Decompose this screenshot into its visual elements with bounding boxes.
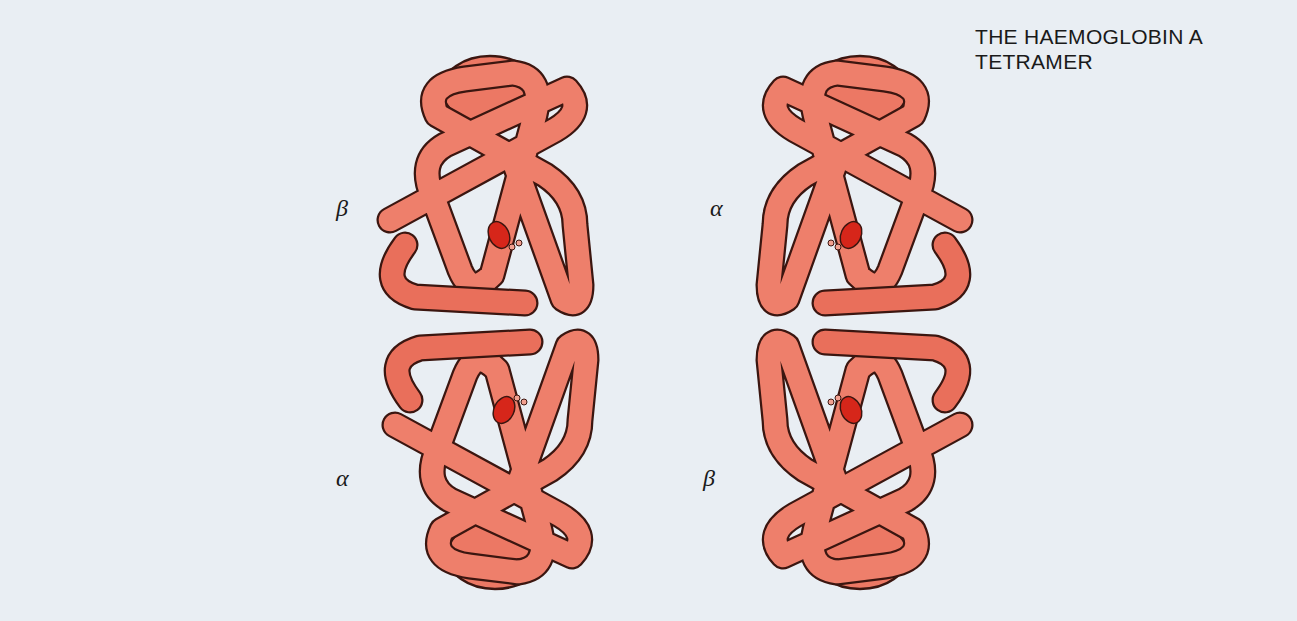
chain-label: α — [710, 196, 723, 220]
figure-title: THE HAEMOGLOBIN A TETRAMER — [975, 24, 1245, 74]
chain-label: α — [336, 466, 349, 490]
alpha-chain — [395, 342, 586, 589]
alpha-chain — [769, 56, 960, 303]
beta-chain — [390, 56, 581, 303]
chain-label: β — [703, 466, 715, 490]
beta-chain — [769, 342, 960, 589]
chain-label: β — [336, 196, 348, 220]
